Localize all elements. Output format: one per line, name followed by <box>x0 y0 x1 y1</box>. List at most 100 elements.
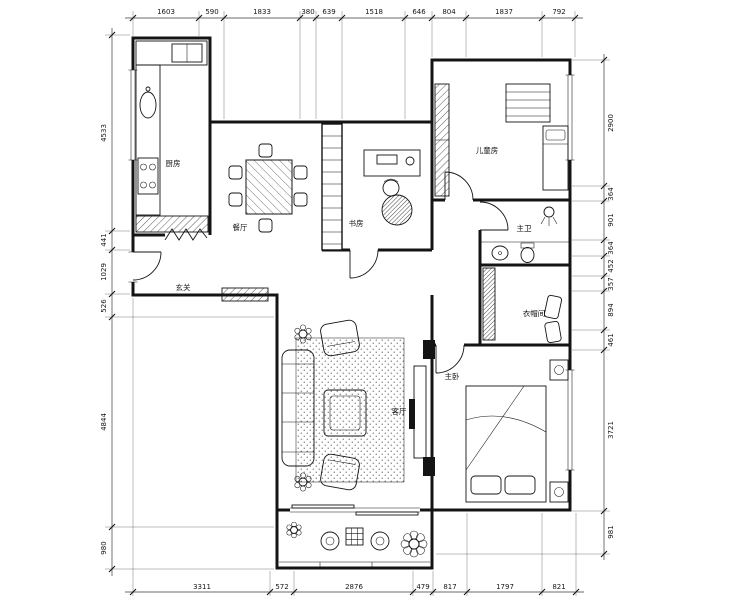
dim-top-6: 1518 <box>365 8 383 16</box>
room-label-dining: 餐厅 <box>233 223 248 232</box>
dining-chair <box>258 143 273 158</box>
kitchen-furniture <box>135 40 209 233</box>
toilet <box>520 247 535 263</box>
pillow <box>470 475 502 495</box>
windows <box>128 69 575 567</box>
wall-pier <box>423 340 435 359</box>
kitchen-faucet <box>145 86 151 92</box>
kids-room-window <box>565 74 575 161</box>
dim-top-2: 590 <box>205 8 218 16</box>
kitchen-sink <box>139 91 157 119</box>
bedroom-window <box>565 369 575 471</box>
room-label-study: 书房 <box>349 218 364 228</box>
room-label-living: 客厅 <box>392 406 407 416</box>
bedroom-furniture <box>465 359 569 503</box>
entry-furniture <box>221 287 269 302</box>
dimension-chain-right: 2900 364 901 364 452 357 894 461 3721 98… <box>600 54 615 560</box>
kitchen-side-counter <box>135 64 161 216</box>
room-label-kitchen: 厨房 <box>166 158 181 168</box>
dining-chair <box>228 165 243 180</box>
wall-pier <box>423 457 435 476</box>
dim-left-2: 441 <box>100 233 108 246</box>
nightstand <box>549 481 569 503</box>
dimension-chain-left: 4533 441 1029 526 4844 980 <box>100 28 116 576</box>
living-furniture <box>281 319 435 492</box>
kids-room-furniture <box>434 83 569 197</box>
folded-clothes <box>544 320 562 344</box>
toilet-tank <box>520 242 535 249</box>
tv <box>409 399 415 429</box>
dim-right-3: 901 <box>607 213 615 226</box>
dining-furniture <box>228 143 308 233</box>
large-flower-plant <box>400 530 428 558</box>
monitor <box>376 154 398 165</box>
armchair <box>320 453 360 491</box>
dim-top-8: 804 <box>442 8 456 16</box>
dim-top-3: 1833 <box>253 8 271 16</box>
doors <box>128 171 509 374</box>
dim-left-3: 1029 <box>100 263 108 281</box>
balcony-table <box>345 527 364 546</box>
balcony-chair <box>320 531 340 551</box>
dim-bottom-4: 479 <box>416 583 429 591</box>
dim-right-9: 3721 <box>607 421 615 439</box>
study-door <box>349 249 379 279</box>
dim-right-6: 357 <box>607 277 615 290</box>
dim-right-4: 364 <box>607 241 615 255</box>
room-label-master-bedroom: 主卧 <box>445 371 460 381</box>
dim-bottom-2: 572 <box>275 583 288 591</box>
outer-walls <box>131 36 572 570</box>
sofa <box>281 349 315 467</box>
dim-top-10: 792 <box>552 8 565 16</box>
dining-chair <box>228 192 243 207</box>
kitchen-cabinet <box>135 215 209 233</box>
dim-top-7: 646 <box>412 8 426 16</box>
bathroom-fixtures <box>481 206 569 263</box>
shower-head <box>543 206 555 218</box>
dim-left-5: 4844 <box>100 413 108 431</box>
dim-bottom-6: 1797 <box>496 583 514 591</box>
bathroom-door <box>479 201 509 231</box>
dim-right-7: 894 <box>607 303 615 317</box>
entry-door <box>128 251 162 283</box>
dimension-chain-top: 1603 590 1833 380 639 1518 646 804 1837 … <box>125 8 583 22</box>
dim-top-1: 1603 <box>157 8 175 16</box>
dim-right-8: 461 <box>607 333 615 346</box>
dim-bottom-3: 2876 <box>345 583 363 591</box>
room-label-master-bath: 主卫 <box>517 223 532 233</box>
dim-left-1: 4533 <box>100 124 108 142</box>
dimension-chain-bottom: 3311 572 2876 479 817 1797 821 <box>125 583 584 596</box>
shoe-cabinet <box>221 287 269 302</box>
balcony-chair <box>370 531 390 551</box>
washbasin <box>491 245 509 261</box>
bookcase <box>321 123 343 251</box>
dim-right-2: 364 <box>607 187 615 201</box>
balcony-sliding-door <box>290 504 420 516</box>
tv-cabinet <box>413 365 427 459</box>
cloakroom-furniture <box>482 267 563 344</box>
dim-right-10: 981 <box>607 525 615 538</box>
balcony-window <box>279 561 430 567</box>
potted-plant <box>286 521 302 539</box>
kids-pillow <box>545 129 566 141</box>
dining-chair <box>293 165 308 180</box>
room-label-cloakroom: 衣帽间 <box>523 308 546 318</box>
folded-clothes <box>543 294 563 320</box>
plant <box>294 472 312 492</box>
desk-chair <box>382 179 400 197</box>
double-bed <box>465 385 547 503</box>
coffee-table <box>323 389 367 437</box>
dim-left-4: 526 <box>100 299 108 313</box>
study-furniture <box>321 123 421 251</box>
kitchen-window <box>128 69 138 161</box>
kids-dresser <box>505 83 551 123</box>
dining-chair <box>258 218 273 233</box>
kids-bed <box>542 125 569 191</box>
nightstand <box>549 359 569 381</box>
dim-top-4: 380 <box>301 8 314 16</box>
dining-table <box>245 159 293 215</box>
armchair <box>320 319 360 357</box>
dim-top-5: 639 <box>322 8 335 16</box>
